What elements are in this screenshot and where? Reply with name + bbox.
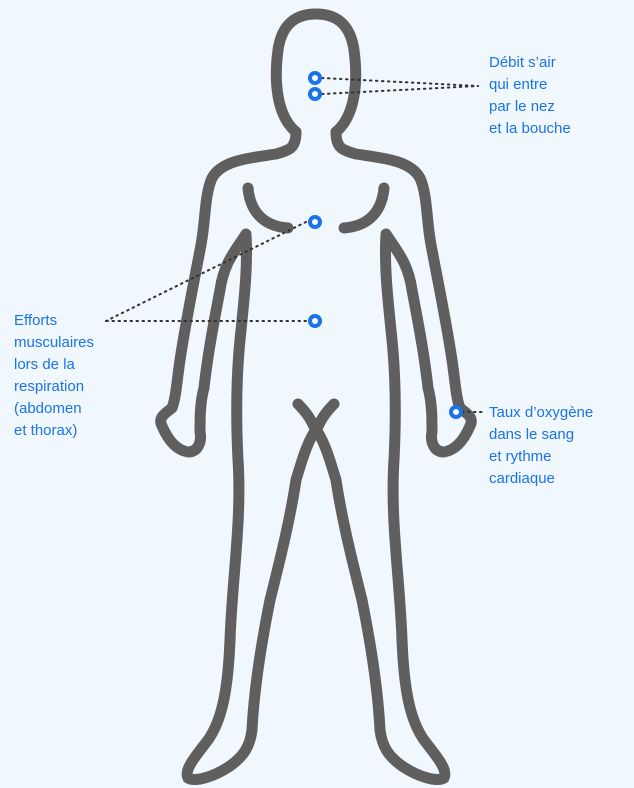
- breathing-effort-label: Efforts musculaires lors de la respirati…: [14, 310, 134, 442]
- leader-nose: [322, 78, 478, 86]
- chest-left: [248, 188, 288, 228]
- ring-marker-icon: [310, 217, 320, 227]
- ring-marker-icon: [310, 73, 320, 83]
- airflow-label: Débit s’air qui entre par le nez et la b…: [489, 52, 619, 140]
- ring-marker-icon: [451, 407, 461, 417]
- chest-right: [344, 188, 384, 228]
- ring-marker-icon: [310, 316, 320, 326]
- ring-marker-icon: [310, 89, 320, 99]
- body-outline: [161, 14, 472, 780]
- oxygen-heart-rate-label: Taux d’oxygène dans le sang et rythme ca…: [489, 402, 629, 490]
- leader-mouth: [322, 86, 478, 94]
- groin: [298, 404, 334, 432]
